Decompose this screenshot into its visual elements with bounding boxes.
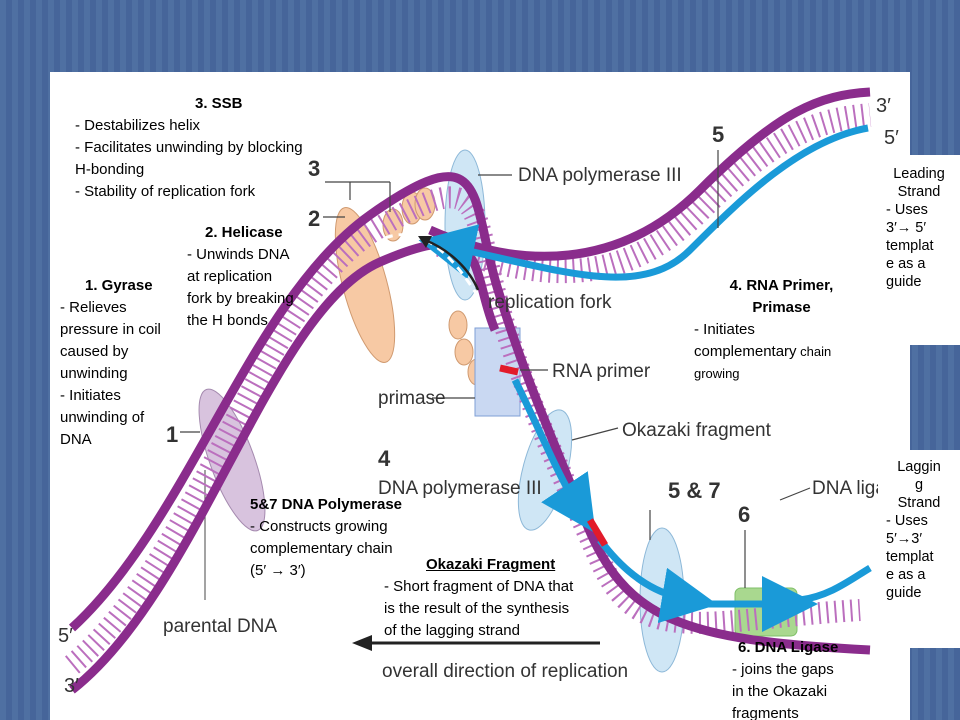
helicase-line-3: the H bonds [187,312,268,329]
end-bottom-left-5: 5′ [58,625,73,647]
primer-line-2b: chain [796,344,832,359]
okazaki-title: Okazaki Fragment [426,556,556,573]
leading-line-4: templat [886,238,934,254]
label-okazaki-fragment: Okazaki fragment [622,420,772,441]
replication-fork-arrowhead [418,236,432,248]
primer-line-3: growing [694,366,740,381]
number-5: 5 [712,122,724,147]
rna-primer-mark-2 [586,518,609,547]
label-rna-primer: RNA primer [552,361,651,382]
polymerase-line-0: - Constructs growing [250,518,388,535]
okazaki-line-0: - Short fragment of DNA that [384,578,574,595]
leading-line-1: Strand [897,184,941,200]
okazaki-line-1: is the result of the synthesis [384,600,570,617]
helicase-annotation: 2. Helicase - Unwinds DNA at replication… [187,222,337,332]
label-replication-fork: replication fork [488,292,612,313]
okazaki-annotation: Okazaki Fragment - Short fragment of DNA… [384,554,634,642]
ssb-line-0: - Destabilizes helix [75,117,201,134]
gyrase-line-0: - Relieves [60,299,127,316]
ssb-title: 3. SSB [195,95,243,112]
leading-line-3: 3′→ 5′ [886,220,927,236]
end-top-right-3: 3′ [876,95,891,117]
ssb-line-1: - Facilitates unwinding by blocking [75,139,303,156]
gyrase-line-2: caused by [60,343,129,360]
lagging-line-7: guide [886,585,922,601]
overall-direction-arrowhead [352,635,372,651]
polymerase-annotation: 5&7 DNA Polymerase - Constructs growing … [250,494,450,582]
ligase-line-2: fragments [732,705,799,720]
rna-primer-mark-1 [499,364,519,376]
lagging-line-0: Laggin [897,459,941,475]
lagging-line-4: 5′→3′ [886,531,923,547]
primer-title-1: 4. RNA Primer, [729,277,834,294]
number-3: 3 [308,156,320,181]
label-dna-pol3-top: DNA polymerase III [518,165,682,186]
lagging-line-1: g [914,477,924,493]
ssb-annotation: 3. SSB - Destabilizes helix - Facilitate… [75,93,375,203]
ligase-pointer [779,487,811,501]
label-primase: primase [378,388,446,409]
leading-template-strand [428,87,871,261]
ligase-annotation: 6. DNA Ligase - joins the gaps in the Ok… [732,637,877,720]
lagging-line-5: templat [886,549,934,565]
helicase-title: 2. Helicase [205,224,283,241]
unwinding-dashes [384,233,482,301]
polymerase-title: 5&7 DNA Polymerase [250,496,403,513]
polymerase-line-1: complementary chain [250,540,393,557]
leading-new-strand [418,124,869,281]
okazaki-fragment-1 [511,378,596,534]
end-bottom-left-3: 3′ [64,675,79,697]
ssb-shape-4 [448,310,468,340]
replication-fork-arrow [424,238,480,291]
ligase-line-0: - joins the gaps [732,661,834,678]
leading-strand-box: Leading Strand - Uses 3′→ 5′ templat e a… [878,155,960,345]
label-dna-ligase: DNA ligas [812,478,895,499]
leading-rungs [436,103,872,284]
lagging-line-2: Strand [897,495,941,511]
okazaki-pointer [571,427,619,441]
gyrase-line-4: - Initiates [60,387,121,404]
leading-line-0: Leading [893,166,945,182]
gyrase-title: 1. Gyrase [85,277,153,294]
lagging-line-6: e as a [886,567,926,583]
number-1: 1 [166,422,178,447]
number-6: 6 [738,502,750,527]
leading-line-2: - Uses [886,202,928,218]
ligase-title: 6. DNA Ligase [738,639,839,656]
gyrase-line-5: unwinding of [60,409,145,426]
helicase-line-1: at replication [187,268,273,285]
number-2: 2 [308,206,320,231]
lagging-line-3: - Uses [886,513,928,529]
label-overall-direction: overall direction of replication [382,661,628,682]
gyrase-line-3: unwinding [60,365,128,382]
polymerase-line-2: (5′ → 3′) [250,562,306,579]
primer-line-1: - Initiates [694,321,755,338]
label-dna-pol3-bottom: DNA polymerase III [378,478,542,499]
leading-line-5: e as a [886,256,926,272]
primer-annotation: 4. RNA Primer, Primase - Initiates compl… [694,275,879,385]
helicase-line-0: - Unwinds DNA [187,246,290,263]
okazaki-fragment-4 [799,564,872,604]
helicase-line-2: fork by breaking [187,290,294,307]
number-5-and-7: 5 & 7 [668,478,721,503]
number-4: 4 [378,446,391,471]
ssb-line-2: H-bonding [75,161,145,178]
primer-title-2: Primase [752,299,811,316]
primer-line-2: complementary [694,343,797,360]
gyrase-annotation: 1. Gyrase - Relieves pressure in coil ca… [60,275,190,451]
lagging-strand-box: Laggin g Strand - Uses 5′→3′ templat e a… [878,450,960,648]
gyrase-line-1: pressure in coil [60,321,161,338]
strand-rungs [65,186,861,674]
okazaki-fragment-2 [597,537,718,624]
gyrase-line-6: DNA [60,431,92,448]
end-top-right-5: 5′ [884,127,899,149]
ssb-line-3: - Stability of replication fork [75,183,256,200]
okazaki-line-2: of the lagging strand [384,622,520,639]
label-parental-dna: parental DNA [163,616,277,637]
ligase-line-1: in the Okazaki [732,683,828,700]
ssb-shape-5 [454,338,474,366]
leading-line-6: guide [886,274,922,290]
